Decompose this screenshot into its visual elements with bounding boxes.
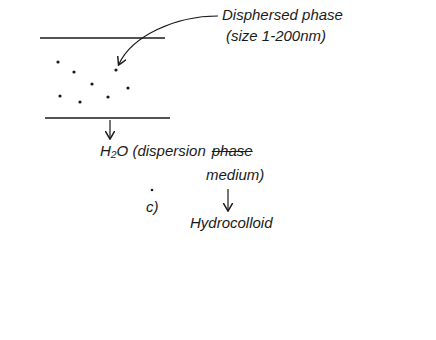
struck-word: phase: [212, 142, 253, 160]
leader-arrow: [119, 16, 218, 64]
stray-dot: [151, 189, 154, 192]
medium-label: H₂O (dispersion: [100, 142, 206, 160]
size-note: (size 1-200nm): [226, 27, 326, 45]
particle-dots: [56, 60, 129, 103]
container-top-line: [40, 37, 165, 38]
down-arrow: [109, 120, 110, 138]
phase-label: Disphersed phase: [222, 6, 343, 24]
fragment-text: c): [146, 198, 159, 216]
medium-label: medium): [206, 166, 264, 184]
down-arrow: [227, 189, 228, 210]
container-bottom-line: [45, 117, 170, 118]
result-label: Hydrocolloid: [190, 214, 273, 232]
